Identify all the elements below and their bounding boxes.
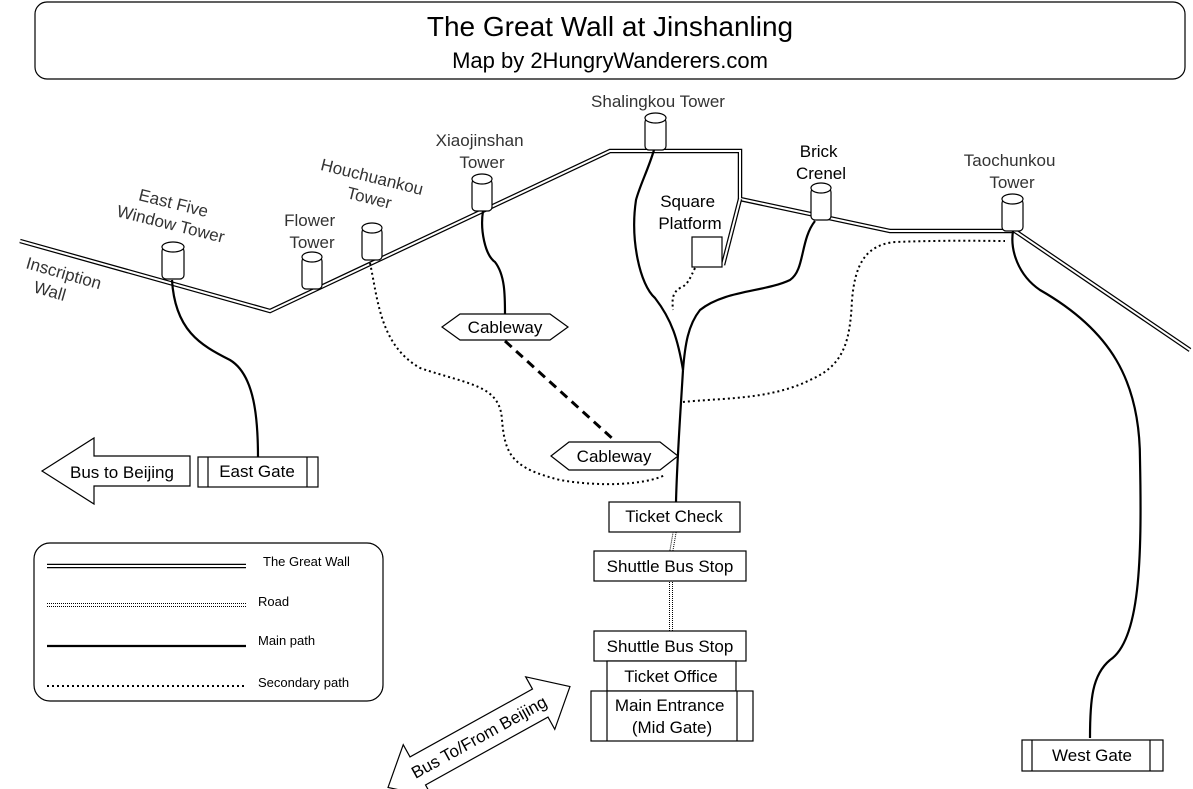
west-gate-path [1011,230,1142,739]
legend-road-label: Road [258,594,289,609]
main-entrance: Main Entrance (Mid Gate) [590,690,754,742]
bus-to-from-beijing-label: Bus To/From Beijing [408,692,550,782]
shuttle-bus-stop-lower: Shuttle Bus Stop [593,630,747,662]
tower-icon-shalingkou [644,112,667,151]
label-square-platform: Square Platform [658,192,721,233]
legend-great-wall-label: The Great Wall [263,554,350,569]
title-box: The Great Wall at Jinshanling Map by 2Hu… [34,1,1186,80]
mid-main-path [674,369,685,503]
houchuankou-loop [369,262,666,486]
map-title: The Great Wall at Jinshanling [427,11,793,42]
tower-icon-east-five [161,241,185,280]
cableway-bottom: Cableway [550,441,679,471]
tower-icon-xiaojinshan [471,173,493,212]
cableway-top: Cableway [440,313,570,341]
tower-icon-houchuankou [361,222,383,261]
tower-icons [161,112,1024,290]
shuttle-bus-stop-lower-label: Shuttle Bus Stop [607,637,734,656]
east-gate: East Gate [197,456,319,488]
map-subtitle: Map by 2HungryWanderers.com [452,48,768,73]
brick-crenel-path [681,220,816,371]
cableway-bottom-label: Cableway [577,447,652,466]
bus-to-beijing-label: Bus to Beijing [70,463,174,482]
label-xiaojinshan-tower: Xiaojinshan Tower [436,131,529,172]
main-entrance-label: Main Entrance (Mid Gate) [615,696,729,737]
bus-to-from-beijing-arrow: Bus To/From Beijing [387,675,571,789]
shalingkou-path [633,149,685,371]
label-taochunkou-tower: Taochunkou Tower [964,151,1060,192]
secondary-paths [369,239,1006,486]
cableway-line [503,339,616,442]
bus-to-beijing-arrow: Bus to Beijing [40,436,191,506]
square-platform-path [671,267,696,311]
label-shalingkou-tower: Shalingkou Tower [591,92,725,111]
legend-secondary-path-label: Secondary path [258,675,349,690]
xiaojinshan-path [481,210,507,316]
square-platform-icon [691,236,723,268]
west-gate-label: West Gate [1052,746,1132,765]
tower-icon-flower [301,251,323,290]
great-wall [19,148,1192,352]
west-gate: West Gate [1021,739,1164,772]
taochunkou-loop [682,239,1006,403]
label-flower-tower: Flower Tower [284,211,340,252]
tower-icon-brick-crenel [810,182,832,221]
east-gate-label: East Gate [219,462,295,481]
main-paths [170,149,1142,739]
tower-icon-taochunkou [1001,193,1024,232]
east-gate-path [170,279,260,459]
ticket-check-label: Ticket Check [625,507,723,526]
cableway-top-label: Cableway [468,318,543,337]
road [669,529,677,632]
ticket-office-label: Ticket Office [624,667,718,686]
legend-main-path-label: Main path [258,633,315,648]
shuttle-bus-stop-upper: Shuttle Bus Stop [593,550,747,582]
legend: The Great Wall Road Main path Secondary … [33,542,384,702]
label-east-five-window-tower: East Five Window Tower [115,181,232,247]
shuttle-bus-stop-upper-label: Shuttle Bus Stop [607,557,734,576]
label-brick-crenel: Brick Crenel [796,142,846,183]
ticket-check: Ticket Check [608,501,741,533]
landmark-labels: Inscription Wall East Five Window Tower … [24,92,1060,305]
ticket-office: Ticket Office [606,660,737,692]
